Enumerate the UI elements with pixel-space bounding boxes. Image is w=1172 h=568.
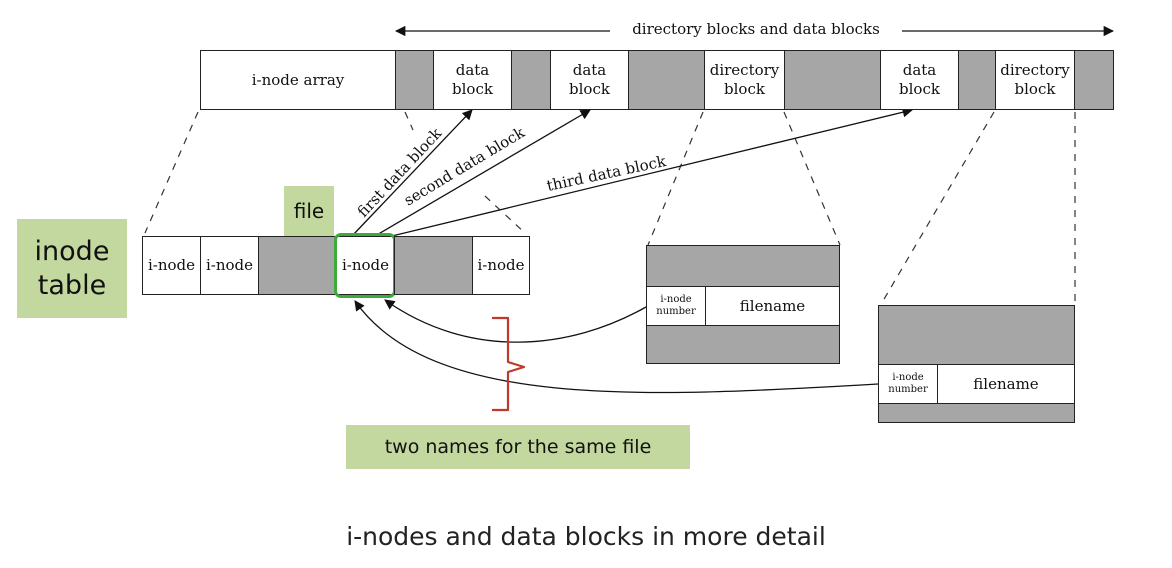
first-pointer-arrow xyxy=(351,109,473,237)
inode-shaded-2 xyxy=(394,236,473,295)
shaded-block-3 xyxy=(628,50,705,110)
file-tag: file xyxy=(284,186,334,236)
second-pointer-label: second data block xyxy=(401,123,529,210)
inode-cell-file: i-node xyxy=(336,236,395,295)
dir-entry-1-filename: filename xyxy=(705,286,840,326)
inode-cell-1: i-node xyxy=(142,236,201,295)
figure-caption: i-nodes and data blocks in more detail xyxy=(346,522,826,551)
link-arrow-2 xyxy=(354,300,879,394)
inode-array-cell: i-node array xyxy=(200,50,396,110)
dir-entry-2-top xyxy=(878,305,1075,365)
dir-entry-1-bottom xyxy=(646,325,840,364)
third-pointer-arrow xyxy=(391,107,914,237)
shaded-block-5 xyxy=(958,50,996,110)
third-pointer-label: third data block xyxy=(545,152,668,195)
inode-cell-2: i-node xyxy=(200,236,259,295)
file-highlight xyxy=(334,233,396,298)
dashed-guides xyxy=(144,111,1076,307)
first-pointer-label: first data block xyxy=(354,124,446,221)
link-arrows xyxy=(354,299,879,394)
brace-note: two names for the same file xyxy=(346,425,690,469)
red-brace xyxy=(492,316,526,412)
link-arrow-1 xyxy=(384,299,647,343)
pointer-arrows xyxy=(351,107,914,237)
inode-shaded-1 xyxy=(258,236,337,295)
dir-entry-2-bottom xyxy=(878,403,1075,423)
inode-cell-last: i-node xyxy=(472,236,530,295)
dir-entry-1-top xyxy=(646,245,840,287)
disk-label: directory blocks and data blocks xyxy=(612,20,900,38)
shaded-block-2 xyxy=(511,50,551,110)
second-pointer-arrow xyxy=(374,109,591,237)
shaded-block-4 xyxy=(784,50,881,110)
shaded-block-1 xyxy=(395,50,434,110)
dir-entry-2-filename: filename xyxy=(937,364,1075,404)
shaded-block-6 xyxy=(1074,50,1114,110)
